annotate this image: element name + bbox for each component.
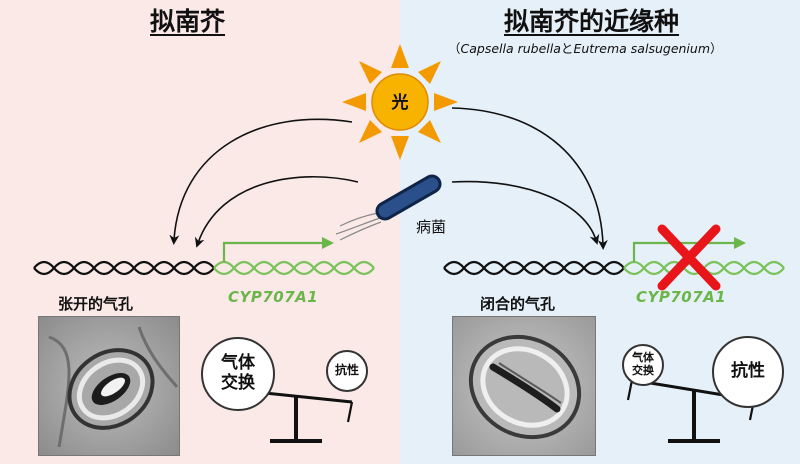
bacterium-icon [335, 174, 442, 241]
open-stomata-image [38, 316, 180, 456]
left-stomata-label: 张开的气孔 [58, 295, 134, 313]
dna-strand-right [443, 260, 785, 276]
left-gene-label: CYP707A1 [228, 288, 319, 306]
left-gas-exchange-bubble: 气体交换 [201, 337, 275, 411]
sun-label: 光 [391, 92, 409, 113]
right-resistance-bubble: 抗性 [712, 336, 784, 408]
closed-stomata-image [452, 316, 596, 456]
light-arrow-left [169, 118, 353, 245]
right-subtitle: （Capsella rubellaとEutrema salsugenium） [448, 41, 723, 56]
right-title: 拟南芥的近缘种 [504, 7, 680, 36]
promoter-arrow-left [222, 237, 334, 262]
sun-icon [342, 44, 458, 160]
left-title: 拟南芥 [150, 7, 226, 36]
pathogen-arrow-right [451, 180, 600, 245]
left-resistance-bubble: 抗性 [326, 350, 368, 392]
right-gas-exchange-bubble: 气体交换 [622, 344, 664, 386]
cross-icon [657, 224, 721, 291]
light-arrow-right [451, 107, 608, 250]
pathogen-label: 病菌 [416, 218, 447, 236]
right-stomata-label: 闭合的气孔 [480, 295, 556, 313]
pathogen-arrow-left [194, 176, 359, 248]
right-gene-label: CYP707A1 [636, 288, 727, 306]
dna-strand-left [33, 260, 375, 276]
